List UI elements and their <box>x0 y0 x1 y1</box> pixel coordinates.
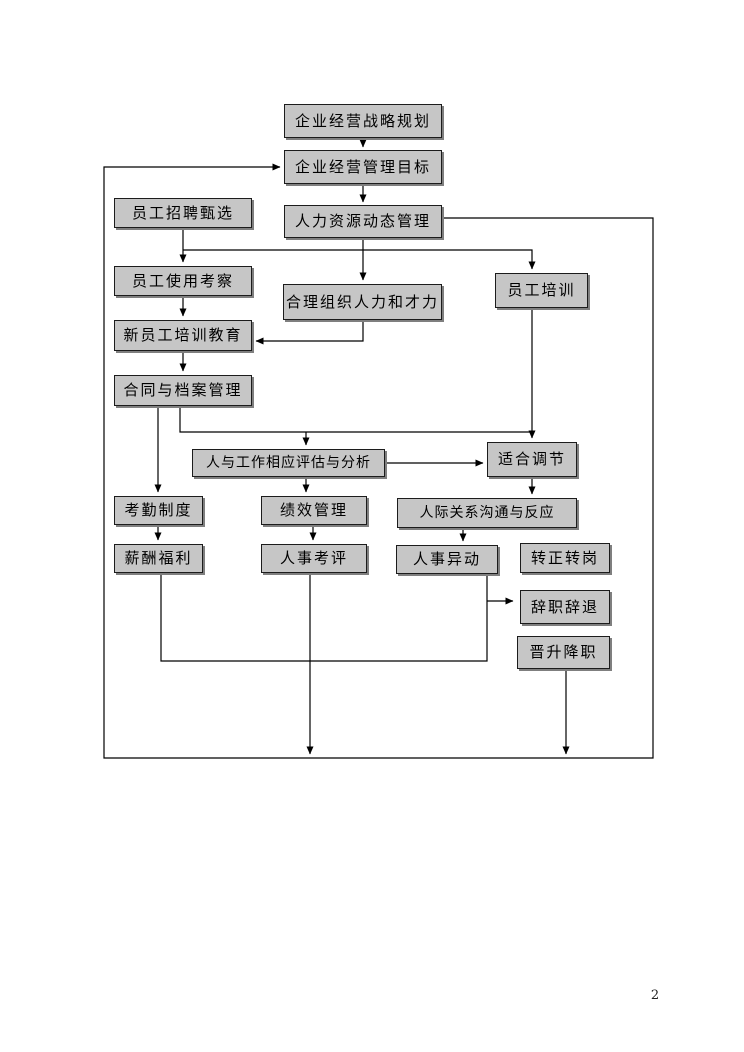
edge-contract-collector <box>179 407 532 433</box>
node-attendance-system: 考勤制度 <box>114 496 203 525</box>
node-employee-training: 员工培训 <box>495 273 588 308</box>
node-compensation-benefits: 薪酬福利 <box>114 544 203 573</box>
edge-bottom-collector <box>160 574 488 662</box>
node-hr-dynamic-management: 人力资源动态管理 <box>284 205 442 238</box>
node-interpersonal-communication-response: 人际关系沟通与反应 <box>397 498 577 528</box>
node-regularization-transfer: 转正转岗 <box>520 543 610 573</box>
node-personnel-appraisal: 人事考评 <box>261 544 367 573</box>
node-new-employee-training: 新员工培训教育 <box>114 320 252 351</box>
node-business-management-goals: 企业经营管理目标 <box>284 150 442 184</box>
edge-branch-training <box>183 249 536 270</box>
node-fit-adjustment: 适合调节 <box>487 442 577 477</box>
page-number: 2 <box>650 988 660 1003</box>
node-contract-archive-management: 合同与档案管理 <box>114 375 252 406</box>
node-personnel-transfer: 人事异动 <box>396 545 498 574</box>
node-business-strategy-planning: 企业经营战略规划 <box>284 104 442 138</box>
node-employee-usage-review: 员工使用考察 <box>114 266 252 296</box>
node-recruitment-selection: 员工招聘甄选 <box>114 198 252 228</box>
node-promotion-demotion: 晋升降职 <box>517 636 610 669</box>
node-person-job-evaluation-analysis: 人与工作相应评估与分析 <box>192 449 385 477</box>
edges <box>103 139 654 759</box>
edge-feedback-loop <box>103 163 654 759</box>
edge-organize-newtraining <box>255 321 364 345</box>
node-organize-manpower-talent: 合理组织人力和才力 <box>283 284 442 320</box>
node-performance-management: 绩效管理 <box>261 496 367 525</box>
node-resignation-dismissal: 辞职辞退 <box>520 590 610 624</box>
